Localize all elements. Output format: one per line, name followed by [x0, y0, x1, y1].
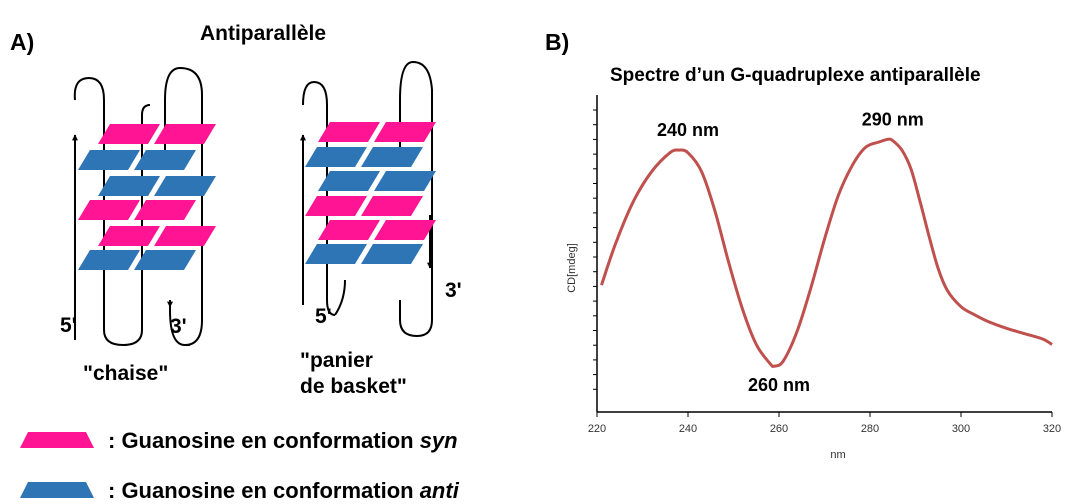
x-axis-label: nm — [830, 449, 845, 461]
chart: 220 240 260 280 300 320 240 nm 260 nm 290 nm — [588, 95, 1061, 435]
basket-tetrad-5-left — [318, 220, 380, 240]
chair-tetrad-1-right — [154, 124, 216, 144]
chair-strands — [72, 66, 203, 347]
peak-label: 260 nm — [748, 375, 810, 395]
basket-diagram — [300, 60, 436, 338]
chair-5prime-label: 5' — [60, 314, 77, 337]
chair-tetrad-3-left — [98, 176, 160, 196]
chair-tetrad-4-right — [134, 200, 196, 220]
chair-diagram — [72, 66, 216, 347]
basket-tetrad-1-left — [318, 122, 380, 142]
basket-5prime-label: 5' — [315, 305, 332, 328]
basket-tetrad-2-left — [305, 147, 367, 167]
legend-item-syn: : Guanosine en conformation syn — [20, 428, 458, 453]
basket-tetrad-1-right — [374, 122, 436, 142]
basket-tetrad-2-right — [361, 147, 423, 167]
peak-label: 240 nm — [657, 120, 719, 140]
chair-tetrad-6-right — [134, 250, 196, 270]
legend-item-anti: : Guanosine en conformation anti — [20, 478, 460, 503]
x-tick-label: 260 — [770, 423, 788, 435]
basket-tetrad-3-left — [318, 171, 380, 191]
chair-tetrad-2-left — [78, 150, 140, 170]
chair-tetrad-3-right — [154, 176, 216, 196]
peak-label: 290 nm — [862, 109, 924, 129]
panel-a-title: Antiparallèle — [200, 22, 326, 45]
x-tick-label: 280 — [861, 423, 879, 435]
chair-tetrad-4-left — [78, 200, 140, 220]
chair-name-label: "chaise" — [83, 362, 168, 385]
cd-spectrum-line — [600, 137, 1053, 368]
basket-tetrad-6-left — [305, 244, 367, 264]
chair-tetrad-5-right — [154, 226, 216, 246]
basket-tetrad-4-left — [305, 196, 367, 216]
chair-3prime-label: 3' — [170, 315, 187, 338]
legend-anti-label: : Guanosine en conformation anti — [108, 478, 460, 503]
peak-annotations: 240 nm 260 nm 290 nm — [657, 109, 924, 395]
basket-tetrad-3-right — [374, 171, 436, 191]
anti-swatch — [20, 482, 94, 498]
legend: : Guanosine en conformation syn : Guanos… — [20, 428, 460, 503]
panel-b-label: B) — [545, 29, 569, 55]
basket-tetrads — [305, 122, 436, 264]
syn-swatch — [20, 432, 94, 448]
basket-name-label-line2: de basket" — [300, 375, 407, 398]
y-axis-label: CD[mdeg] — [566, 243, 578, 293]
x-tick-label: 300 — [952, 423, 970, 435]
basket-name-label-line1: "panier — [300, 349, 373, 372]
legend-syn-label: : Guanosine en conformation syn — [108, 428, 458, 453]
basket-tetrad-5-right — [374, 220, 436, 240]
chart-title: Spectre d’un G-quadruplexe antiparallèle — [610, 65, 981, 86]
chair-tetrad-1-left — [98, 124, 160, 144]
basket-3prime-label: 3' — [445, 279, 462, 302]
x-tick-label: 320 — [1043, 423, 1061, 435]
x-ticks: 220 240 260 280 300 320 — [588, 412, 1061, 435]
x-tick-label: 240 — [679, 423, 697, 435]
basket-tetrad-4-right — [361, 196, 423, 216]
chair-tetrad-2-right — [134, 150, 196, 170]
basket-tetrad-6-right — [361, 244, 423, 264]
x-tick-label: 220 — [588, 423, 606, 435]
chair-tetrads — [78, 124, 216, 270]
chair-tetrad-6-left — [78, 250, 140, 270]
panel-a-label: A) — [10, 29, 34, 55]
chair-tetrad-5-left — [98, 226, 160, 246]
y-ticks — [593, 109, 597, 390]
